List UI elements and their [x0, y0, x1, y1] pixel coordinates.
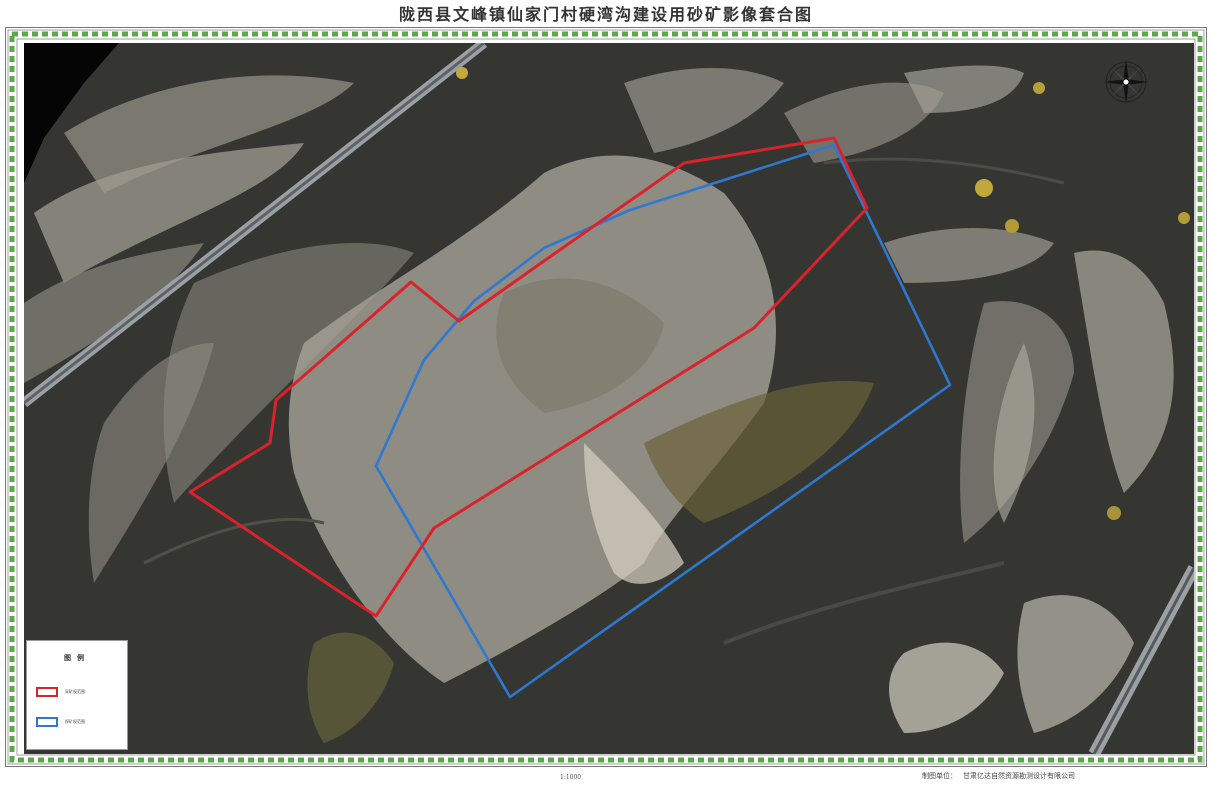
mining-right-boundary[interactable]	[188, 136, 869, 618]
exploration-right-boundary[interactable]	[374, 143, 952, 699]
legend-title: 图例	[64, 653, 90, 662]
credit-label: 制图单位：	[922, 772, 957, 780]
aerial-map[interactable]	[24, 43, 1194, 754]
legend-label-exploration: 探矿权范围	[65, 719, 85, 724]
compass-rose-icon	[1104, 60, 1148, 104]
map-legend: 图例 采矿权范围 探矿权范围	[26, 640, 128, 750]
scale-text: 1:1000	[560, 774, 582, 781]
legend-label-mining: 采矿权范围	[65, 689, 85, 694]
legend-swatch-mining	[36, 687, 58, 697]
decorative-border	[7, 29, 1205, 765]
aerial-imagery	[24, 43, 1194, 754]
credit-line: 制图单位： 甘肃亿达自然资源勘测设计有限公司	[922, 771, 1075, 781]
map-title: 陇西县文峰镇仙家门村硬湾沟建设用砂矿影像套合图	[398, 5, 813, 24]
credit-organization: 甘肃亿达自然资源勘测设计有限公司	[963, 772, 1075, 780]
legend-swatch-exploration	[36, 717, 58, 727]
